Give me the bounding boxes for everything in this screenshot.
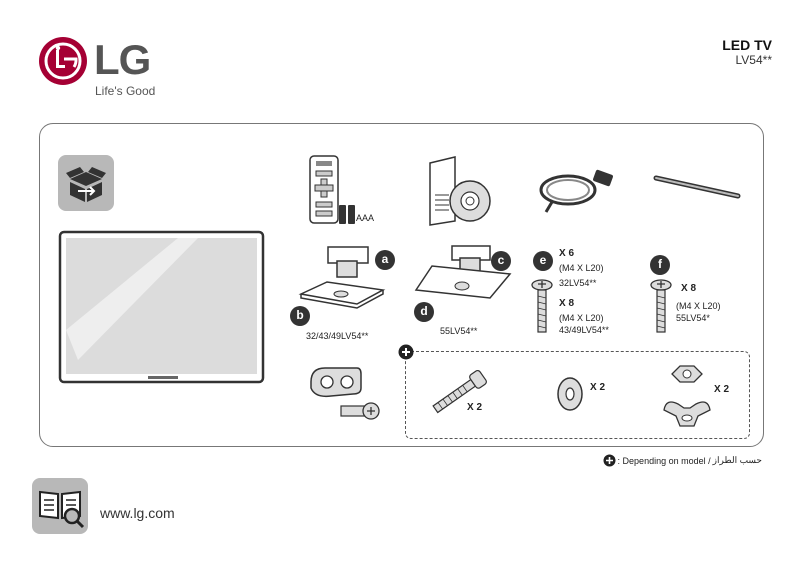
screw-f-model: 55LV54* xyxy=(676,313,710,323)
stand-a-badge: a xyxy=(375,250,395,270)
screw-e-badge: e xyxy=(533,251,553,271)
brand-tagline: Life's Good xyxy=(95,84,156,98)
brand-name: LG xyxy=(94,36,151,83)
clamp-screw-icon xyxy=(310,367,380,420)
lg-logo-icon xyxy=(39,37,87,85)
box-icon xyxy=(58,155,114,211)
battery-icon xyxy=(339,205,355,224)
model-note: : Depending on model / حسب الطراز xyxy=(603,454,762,467)
remote-control-icon xyxy=(309,155,339,224)
screw-e-model1: 32LV54** xyxy=(559,278,597,288)
optional-plus-icon xyxy=(398,344,414,360)
manual-cd-icon xyxy=(429,156,491,226)
screw-f-qty: X 8 xyxy=(681,283,697,294)
accessories-panel xyxy=(39,123,764,447)
bolt-icon xyxy=(432,369,487,414)
screw-f-badge: f xyxy=(650,255,670,275)
screw-e-qty1: X 6 xyxy=(559,248,575,259)
screw-e-spec1: (M4 X L20) xyxy=(559,263,604,273)
model-note-ar: حسب الطراز xyxy=(712,455,762,465)
stand-b-badge: b xyxy=(290,306,310,326)
screw-e-model2: 43/49LV54** xyxy=(559,325,609,335)
plus-icon xyxy=(603,454,616,467)
power-cord-icon xyxy=(539,169,613,213)
book-icon xyxy=(32,478,88,534)
screw-e-icon xyxy=(531,279,553,333)
stand-body-a-icon xyxy=(327,246,369,278)
model-note-en: : Depending on model / xyxy=(617,455,711,466)
screw-f-icon xyxy=(650,279,672,333)
website-link[interactable]: www.lg.com xyxy=(100,505,175,521)
stand-body-c-icon xyxy=(451,245,491,273)
lg-logo: LG xyxy=(38,36,178,100)
screw-f-spec: (M4 X L20) xyxy=(676,301,721,311)
product-model: LV54** xyxy=(735,53,772,67)
bolt-qty: X 2 xyxy=(467,402,483,413)
stand-c-badge: c xyxy=(491,251,511,271)
stand-d-badge: d xyxy=(414,302,434,322)
product-title: LED TV xyxy=(722,37,772,53)
wing-nut-icon xyxy=(663,365,711,427)
stand-b-models: 32/43/49LV54** xyxy=(306,331,369,341)
cable-holder-icon xyxy=(653,175,741,199)
screw-e-spec2: (M4 X L20) xyxy=(559,313,604,323)
battery-type-label: AAA xyxy=(356,213,375,223)
screw-e-qty2: X 8 xyxy=(559,298,575,309)
washer-qty: X 2 xyxy=(590,382,606,393)
washer-icon xyxy=(557,377,583,411)
tv-illustration xyxy=(58,230,265,384)
stand-base-d-icon xyxy=(414,265,512,299)
stand-base-b-icon xyxy=(298,281,386,309)
stand-d-models: 55LV54** xyxy=(440,326,478,336)
optional-parts-box xyxy=(405,351,750,439)
nut-qty: X 2 xyxy=(714,384,730,395)
